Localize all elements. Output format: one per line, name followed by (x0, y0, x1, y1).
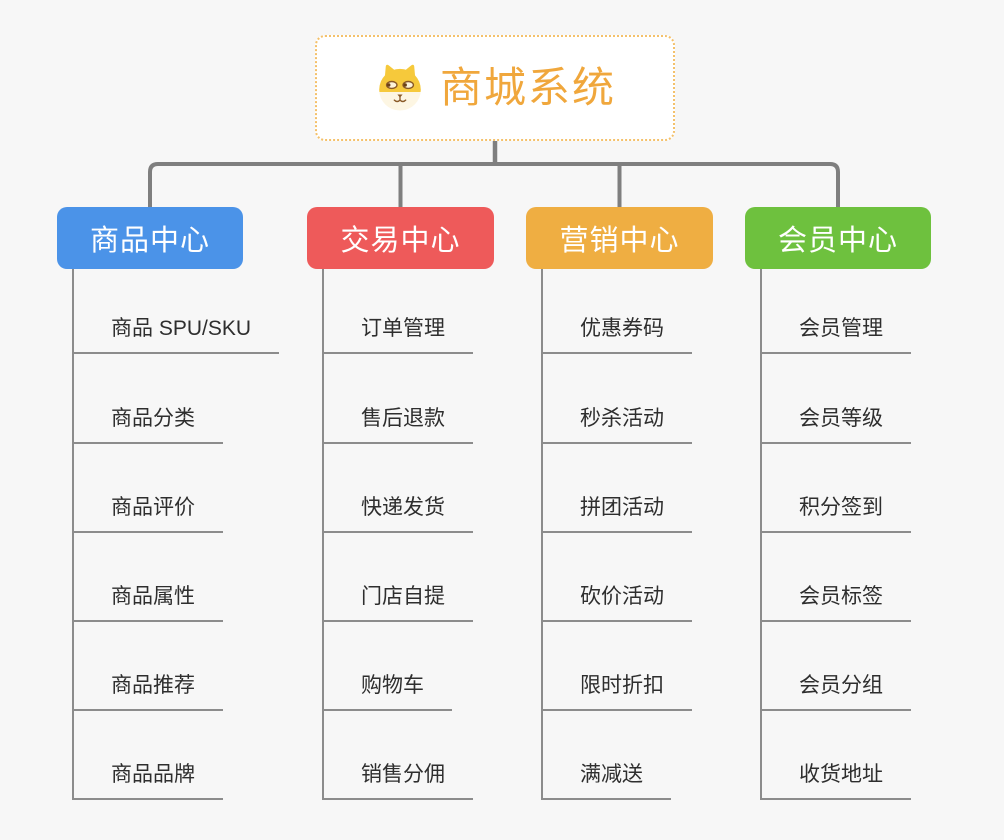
leaf-shipping-address[interactable]: 收货地址 (761, 758, 911, 800)
branch-label: 营销中心 (559, 225, 680, 257)
leaf-member-tag[interactable]: 会员标签 (761, 580, 911, 622)
branch-label: 会员中心 (777, 225, 898, 257)
dog-face-icon (379, 64, 421, 111)
leaf-product-review[interactable]: 商品评价 (73, 491, 223, 533)
leaf-bargain[interactable]: 砍价活动 (542, 580, 692, 622)
leaf-product-recommend[interactable]: 商品推荐 (73, 669, 223, 711)
leaf-member-management[interactable]: 会员管理 (761, 312, 911, 354)
leaf-store-pickup[interactable]: 门店自提 (323, 580, 473, 622)
branch-trade-center[interactable]: 交易中心 (307, 207, 494, 269)
branch-label: 商品中心 (89, 225, 210, 257)
leaf-member-level[interactable]: 会员等级 (761, 402, 911, 444)
branch-member-center[interactable]: 会员中心 (745, 207, 931, 269)
leaf-product-category[interactable]: 商品分类 (73, 402, 223, 444)
leaf-points-checkin[interactable]: 积分签到 (761, 491, 911, 533)
root-title: 商城系统 (439, 64, 616, 111)
leaf-flash-sale[interactable]: 秒杀活动 (542, 402, 692, 444)
leaf-after-sales-refund[interactable]: 售后退款 (323, 402, 473, 444)
leaf-sales-commission[interactable]: 销售分佣 (323, 758, 473, 800)
leaf-product-spu-sku[interactable]: 商品 SPU/SKU (73, 312, 280, 354)
leaf-full-reduction[interactable]: 满减送 (542, 758, 671, 800)
branch-marketing-center[interactable]: 营销中心 (526, 207, 713, 269)
branch-label: 交易中心 (340, 225, 461, 257)
leaf-product-brand[interactable]: 商品品牌 (73, 758, 223, 800)
leaf-limited-time-discount[interactable]: 限时折扣 (542, 669, 692, 711)
leaf-group-buy[interactable]: 拼团活动 (542, 491, 692, 533)
leaf-product-attribute[interactable]: 商品属性 (73, 580, 223, 622)
root-topic[interactable]: 商城系统 (315, 35, 675, 141)
leaf-coupon-code[interactable]: 优惠券码 (542, 312, 692, 354)
branch-product-center[interactable]: 商品中心 (57, 207, 243, 269)
leaf-express-delivery[interactable]: 快递发货 (323, 491, 473, 533)
leaf-order-management[interactable]: 订单管理 (323, 312, 473, 354)
leaf-member-group[interactable]: 会员分组 (761, 669, 911, 711)
leaf-shopping-cart[interactable]: 购物车 (323, 669, 452, 711)
